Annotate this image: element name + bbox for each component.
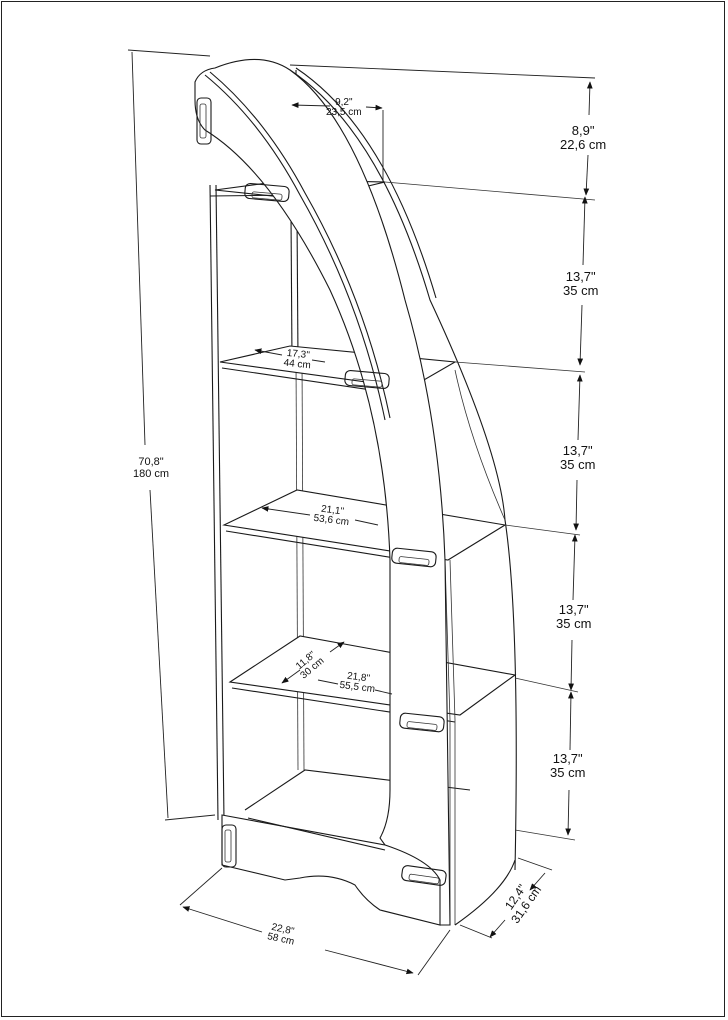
shelf-3-width-label: 21,1" 53,6 cm: [313, 504, 351, 528]
shelf-gap-3-cm: 35 cm: [556, 616, 592, 631]
shelf-gap-1-cm: 35 cm: [563, 283, 599, 298]
top-section-height-label: 8,9" 22,6 cm: [560, 124, 606, 152]
shelf-4-width-label: 21,8" 55,5 cm: [339, 671, 377, 695]
total-height-cm: 180 cm: [133, 468, 170, 480]
shelf-gap-3-label: 13,7" 35 cm: [556, 603, 591, 631]
shelf-2-width-label: 17,3" 44 cm: [283, 348, 312, 372]
shelf-gap-4-cm: 35 cm: [550, 765, 586, 780]
shelf-gap-1-label: 13,7" 35 cm: [563, 270, 598, 298]
shelf-gap-4-label: 13,7" 35 cm: [550, 752, 585, 780]
top-section-height-cm: 22,6 cm: [560, 137, 607, 152]
shelf-gap-1-inch: 13,7": [565, 269, 596, 284]
top-section-height-inch: 8,9": [571, 123, 595, 138]
base-front-panel: [221, 814, 441, 926]
front-side-panel: [194, 58, 451, 926]
shelf-gap-3-inch: 13,7": [558, 602, 589, 617]
total-height-inch: 70,8": [138, 456, 164, 468]
shelf-gap-4-inch: 13,7": [552, 751, 583, 766]
shelf-gap-2-inch: 13,7": [562, 443, 593, 458]
top-depth-inch: 9,2": [335, 97, 353, 108]
handles: [196, 97, 447, 886]
dimension-lines: [127, 49, 596, 976]
total-height-label: 70,8" 180 cm: [133, 456, 169, 480]
right-back-edge: [289, 67, 517, 926]
top-depth-cm: 23,5 cm: [326, 107, 362, 118]
shelf-gap-2-cm: 35 cm: [560, 457, 596, 472]
shelf-gap-2-label: 13,7" 35 cm: [560, 444, 595, 472]
top-depth-label: 9,2" 23,5 cm: [326, 98, 362, 118]
